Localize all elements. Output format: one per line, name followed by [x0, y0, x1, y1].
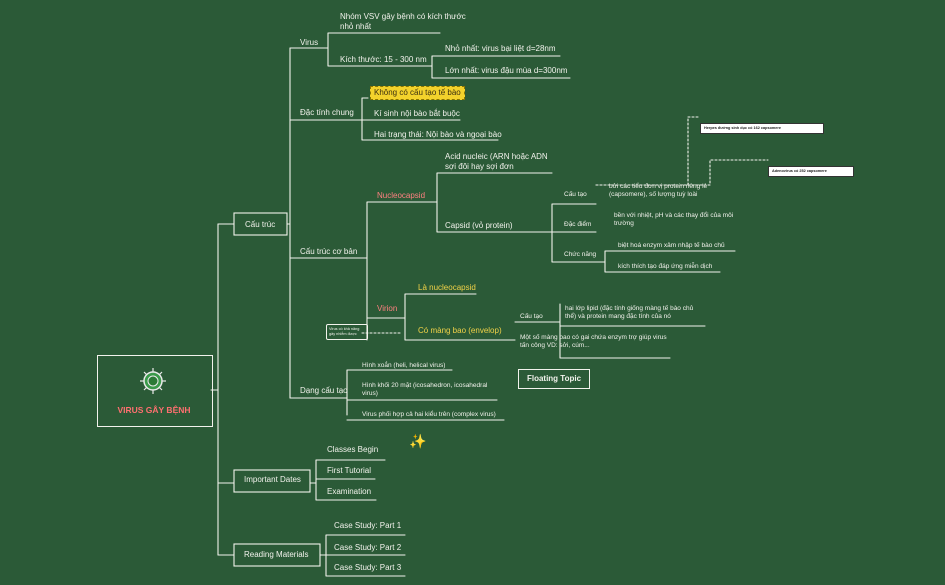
chuc-nang-item-2[interactable]: kích thích tạo đáp ứng miễn dịch [618, 263, 713, 270]
reading-item-3[interactable]: Case Study: Part 3 [334, 563, 402, 572]
root-topic[interactable] [97, 355, 213, 427]
acid-nucleic[interactable]: Acid nucleic (ARN hoặc ADN sợi đôi hay s… [445, 152, 548, 171]
capsid[interactable]: Capsid (vỏ protein) [445, 221, 513, 230]
date-item-1[interactable]: Classes Begin [327, 445, 379, 454]
virus-largest[interactable]: Lớn nhất: virus đậu mùa d=300nm [445, 66, 568, 75]
branch-reading-materials[interactable]: Reading Materials [244, 550, 309, 559]
virus-group[interactable]: Nhóm VSV gây bệnh có kích thước nhỏ nhất [340, 12, 466, 31]
topic-cau-truc-co-ban[interactable]: Cấu trúc cơ bản [300, 247, 358, 256]
dang-cau-tao-item-3[interactable]: Virus phối hợp cả hai kiểu trên (complex… [362, 411, 496, 418]
chuc-nang-item-1[interactable]: biệt hoá enzym xâm nhập tế bào chủ [618, 242, 725, 249]
capsid-cau-tao[interactable]: Cấu tạo [564, 191, 587, 198]
dac-tinh-item-2[interactable]: Kí sinh nội bào bắt buộc [374, 109, 460, 118]
note-adenovirus[interactable]: Adenovirus có 252 capsomere [768, 166, 854, 177]
floating-topic[interactable]: Floating Topic [526, 374, 582, 383]
topic-nucleocapsid[interactable]: Nucleocapsid [377, 191, 426, 200]
topic-virus[interactable]: Virus [300, 38, 319, 47]
capsid-dac-diem[interactable]: Đặc điểm [564, 221, 592, 228]
date-item-2[interactable]: First Tutorial [327, 466, 372, 475]
reading-item-2[interactable]: Case Study: Part 2 [334, 543, 402, 552]
dac-tinh-item-1[interactable]: Không có cấu tạo tế bào [370, 86, 465, 100]
branch-important-dates[interactable]: Important Dates [244, 475, 301, 484]
capsid-dac-diem-text[interactable]: bền với nhiệt, pH và các thay đổi của mô… [614, 212, 734, 227]
topic-virion[interactable]: Virion [377, 304, 398, 313]
dang-cau-tao-item-1[interactable]: Hình xoắn (heli, helical virus) [362, 362, 446, 369]
capsid-cau-tao-text[interactable]: bởi các tiểu đơn vị protein riêng lẻ (ca… [609, 183, 708, 198]
virus-size[interactable]: Kích thước: 15 - 300 nm [340, 55, 427, 64]
envelop-cau-tao[interactable]: Cấu tạo [520, 313, 543, 320]
branch-cau-truc[interactable]: Cấu trúc [245, 220, 276, 229]
topic-dac-tinh-chung[interactable]: Đặc tính chung [300, 108, 354, 117]
root-title: VIRUS GÂY BỆNH [117, 405, 191, 415]
sparkle-icon: ✨ [409, 433, 427, 449]
dang-cau-tao-item-2[interactable]: Hình khối 20 mặt (icosahedron, icosahedr… [362, 382, 488, 397]
virion-note[interactable]: Virus có khả năng gây nhiễm được [326, 324, 368, 340]
la-nucleocapsid[interactable]: Là nucleocapsid [418, 283, 476, 292]
note-herpes[interactable]: Herpes đường sinh dục có 162 capsomere [700, 123, 824, 134]
capsid-chuc-nang[interactable]: Chức năng [564, 251, 597, 258]
virus-smallest[interactable]: Nhỏ nhất: virus bại liệt d=28nm [445, 44, 556, 53]
topic-dang-cau-tao[interactable]: Dạng cấu tạo [300, 386, 348, 395]
dac-tinh-item-3[interactable]: Hai trạng thái: Nội bào và ngoại bào [374, 130, 502, 139]
virus-icon [140, 368, 166, 394]
co-mang-bao[interactable]: Có màng bao (envelop) [418, 326, 502, 335]
envelop-text-1[interactable]: hai lớp lipid (đặc tính giống màng tế bà… [565, 305, 694, 320]
floating-topic-box[interactable] [518, 369, 590, 389]
reading-item-1[interactable]: Case Study: Part 1 [334, 521, 402, 530]
envelop-text-2[interactable]: Một số màng bao có gai chứa enzym trợ gi… [520, 334, 667, 349]
date-item-3[interactable]: Examination [327, 487, 372, 496]
